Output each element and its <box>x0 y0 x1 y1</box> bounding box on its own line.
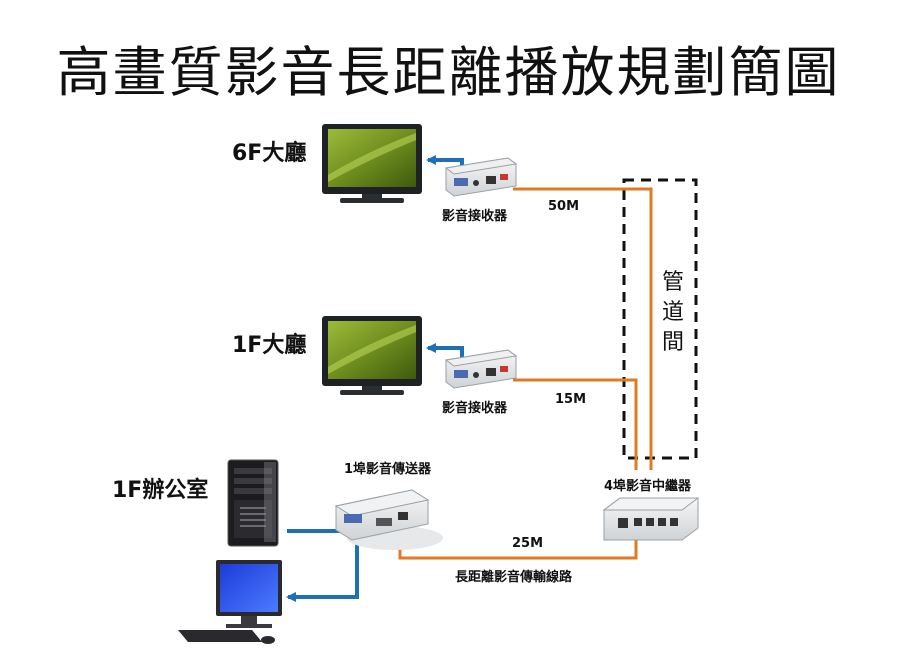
repeater-label: 4埠影音中繼器 <box>604 479 692 494</box>
av-link-transmitter-to-monitor <box>286 531 359 602</box>
distance-6f-label: 50M <box>548 199 580 214</box>
shaft-label-char: 管 <box>661 270 684 295</box>
location-6f-hall: 6F大廳 <box>232 141 307 166</box>
receiver-1f-label: 影音接收器 <box>442 401 508 416</box>
distance-1f-label: 15M <box>555 392 587 407</box>
diagram-title: 高畫質影音長距離播放規劃簡圖 <box>56 41 841 104</box>
cable-1f-line <box>513 378 638 470</box>
receiver-6f-icon <box>444 157 518 197</box>
shaft-label-char: 間 <box>661 330 684 355</box>
transmitter-icon <box>334 489 443 550</box>
distance-transmitter-label: 25M <box>512 536 544 551</box>
shaft-label-char: 道 <box>661 300 684 325</box>
shaft-boundary <box>622 178 698 460</box>
tv-6f-icon <box>322 124 422 203</box>
cable-caption: 長距離影音傳輸線路 <box>455 570 573 585</box>
shaft-label: 管 道 間 <box>661 268 685 358</box>
location-1f-office: 1F辦公室 <box>112 478 209 503</box>
location-1f-hall: 1F大廳 <box>232 333 307 358</box>
receiver-6f-label: 影音接收器 <box>442 209 508 224</box>
transmitter-label: 1埠影音傳送器 <box>344 462 432 477</box>
cable-6f-line <box>513 187 653 470</box>
receiver-1f-icon <box>444 349 518 389</box>
repeater-icon <box>602 497 700 541</box>
tv-1f-icon <box>322 316 422 395</box>
pc-tower-icon <box>227 459 279 547</box>
office-monitor-icon <box>178 560 282 644</box>
